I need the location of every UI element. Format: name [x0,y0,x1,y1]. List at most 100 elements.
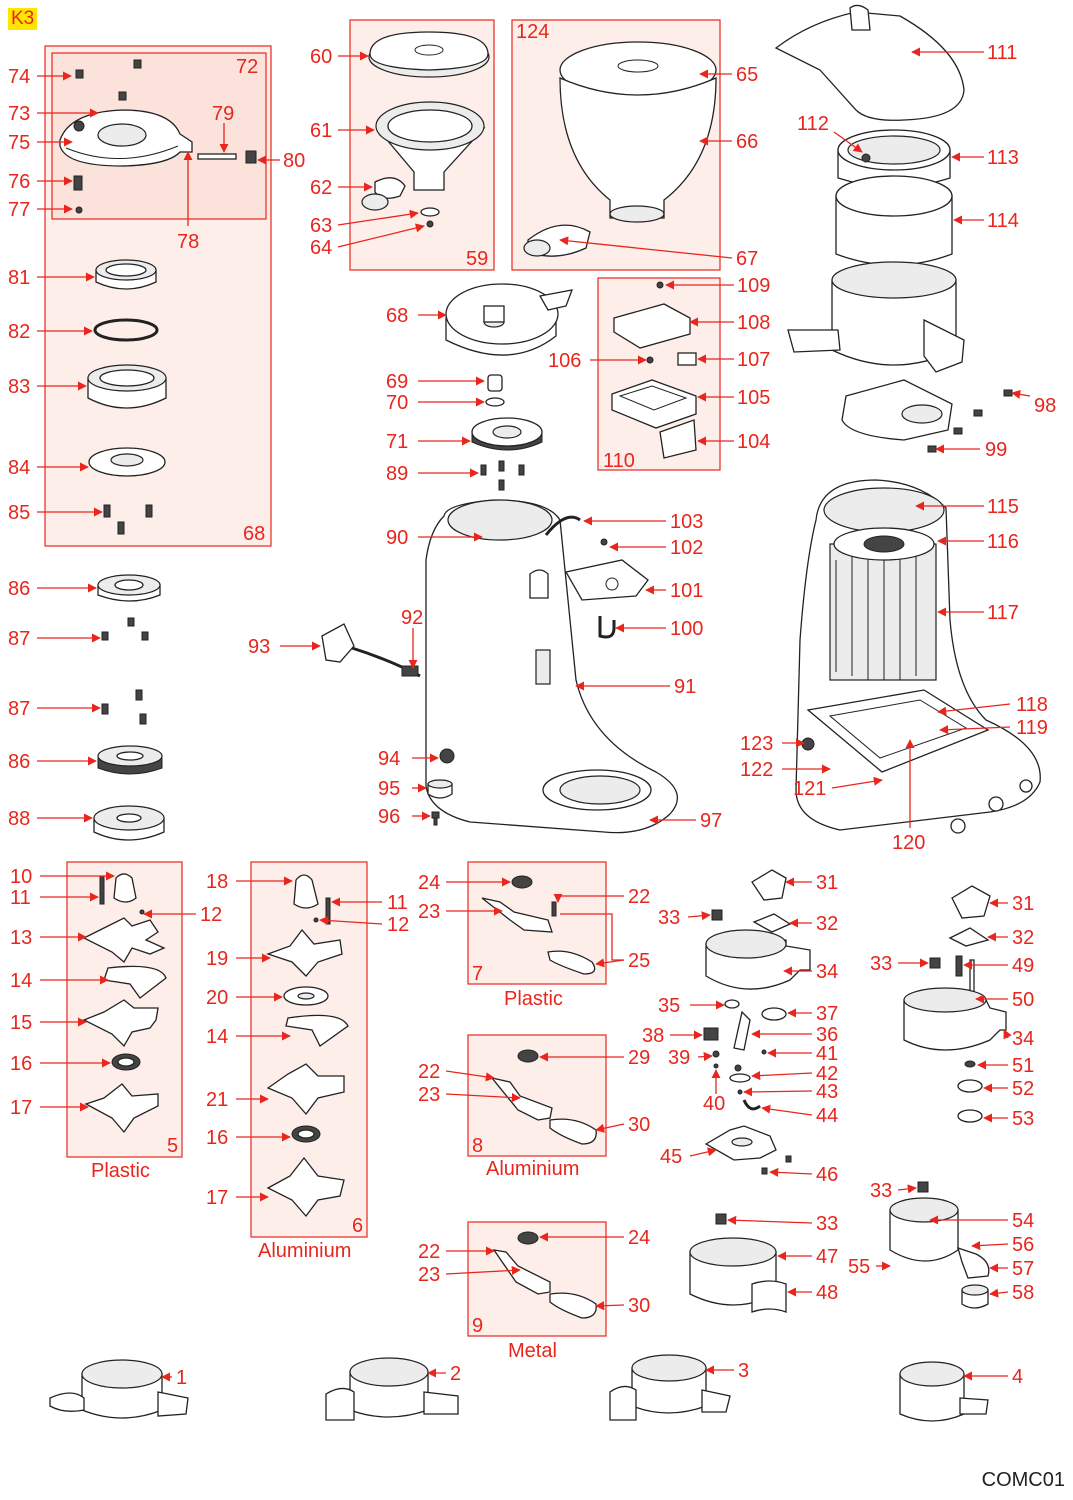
callout-17: 17 [10,1097,32,1119]
callout-118: 118 [1016,694,1048,716]
part-lever-8 [490,1049,597,1145]
part-body-91 [425,499,679,834]
part-ring-82 [93,318,159,342]
part-support-101 [564,559,649,601]
part-burr-holder-88 [93,805,165,841]
part-screw-109 [656,281,664,289]
callout-12: 12 [200,904,222,926]
callout-55: 55 [848,1256,870,1278]
group-caption: Aluminium [258,1240,351,1262]
part-sleeve-114 [835,175,953,266]
part-lid-60 [368,31,490,78]
callout-50: 50 [1012,989,1034,1011]
callout-45: 45 [660,1146,682,1168]
callout-21: 21 [206,1089,228,1111]
callout-123: 123 [740,733,773,755]
part-screw-112 [861,153,871,163]
callout-102: 102 [670,537,703,559]
callout-62: 62 [310,177,332,199]
callout-38: 38 [642,1025,664,1047]
callout-75: 75 [8,132,30,154]
callout-53: 53 [1012,1108,1034,1130]
callout-92: 92 [401,607,423,629]
part-plate-84 [88,447,166,477]
callout-104: 104 [737,431,770,453]
callout-18: 18 [206,871,228,893]
callout-40: 40 [703,1093,725,1115]
callout-16: 16 [206,1127,228,1149]
callout-99: 99 [985,439,1007,461]
part-gate-67 [523,224,591,257]
callout-25: 25 [628,950,650,972]
callout-119: 119 [1016,717,1048,739]
part-dosing-47-48 [689,1213,787,1313]
callout-68: 68 [386,305,408,327]
callout-78: 78 [177,231,199,253]
part-dosing-right [903,885,1007,1123]
drawing-code: COMC01 [981,1469,1065,1491]
callout-98: 98 [1034,395,1056,417]
callout-106: 106 [548,350,581,372]
part-foot-95 [427,779,453,799]
callout-10: 10 [10,866,32,888]
part-bushing-69 [487,374,503,392]
callout-23: 23 [418,1264,440,1286]
callout-113: 113 [987,147,1019,169]
callout-labels: 74 73 75 76 77 79 80 78 81 82 83 84 85 8… [8,42,1056,1389]
group-number: 5 [167,1135,178,1157]
callout-33: 33 [870,1180,892,1202]
callout-108: 108 [737,312,770,334]
callout-30: 30 [628,1114,650,1136]
part-ring-holder-83 [87,364,167,409]
part-gear-71 [471,417,543,451]
callout-74: 74 [8,66,30,88]
part-doser-3 [609,1354,731,1421]
group-labels: 72 68 59 124 110 5 Plastic 6 Aluminium 7… [91,21,635,1362]
callout-23: 23 [418,901,440,923]
part-hopper-gate-62 [361,177,406,211]
part-doser-4 [899,1361,989,1422]
callout-42: 42 [816,1063,838,1085]
callout-4: 4 [1012,1366,1023,1388]
callout-96: 96 [378,806,400,828]
group-number: 124 [516,21,549,43]
callout-66: 66 [736,131,758,153]
callout-107: 107 [737,349,770,371]
callout-33: 33 [870,953,892,975]
callout-93: 93 [248,636,270,658]
part-switch-frame-105 [611,379,697,429]
sheet-badge: K3 [8,8,38,30]
part-foot-123 [801,737,815,751]
callout-17: 17 [206,1187,228,1209]
callout-52: 52 [1012,1078,1034,1100]
callout-86: 86 [8,751,30,773]
callout-49: 49 [1012,955,1034,977]
callout-71: 71 [386,431,408,453]
part-bracket-104 [659,419,697,459]
group-number: 9 [472,1315,483,1337]
callout-70: 70 [386,392,408,414]
group-caption: Metal [508,1340,557,1362]
group-number: 110 [603,450,635,472]
callout-41: 41 [816,1043,838,1065]
leader-lines [37,47,1031,1382]
callout-11: 11 [387,892,408,914]
callout-23: 23 [418,1084,440,1106]
callout-29: 29 [628,1047,650,1069]
callout-36: 36 [816,1024,838,1046]
part-hopper-66 [559,77,717,223]
callout-1: 1 [176,1367,187,1389]
part-foot-lower-3 [1019,779,1033,793]
callout-95: 95 [378,778,400,800]
callout-86: 86 [8,578,30,600]
group-number: 68 [243,523,265,545]
callout-103: 103 [670,511,703,533]
part-adjustment-ring-72 [59,59,257,214]
callout-77: 77 [8,199,30,221]
part-foot-lower-2 [950,818,966,834]
callout-112: 112 [797,113,829,135]
callout-121: 121 [793,778,826,800]
part-top-cover-111 [774,4,965,121]
part-screws-85 [103,504,153,535]
callout-37: 37 [816,1003,838,1025]
